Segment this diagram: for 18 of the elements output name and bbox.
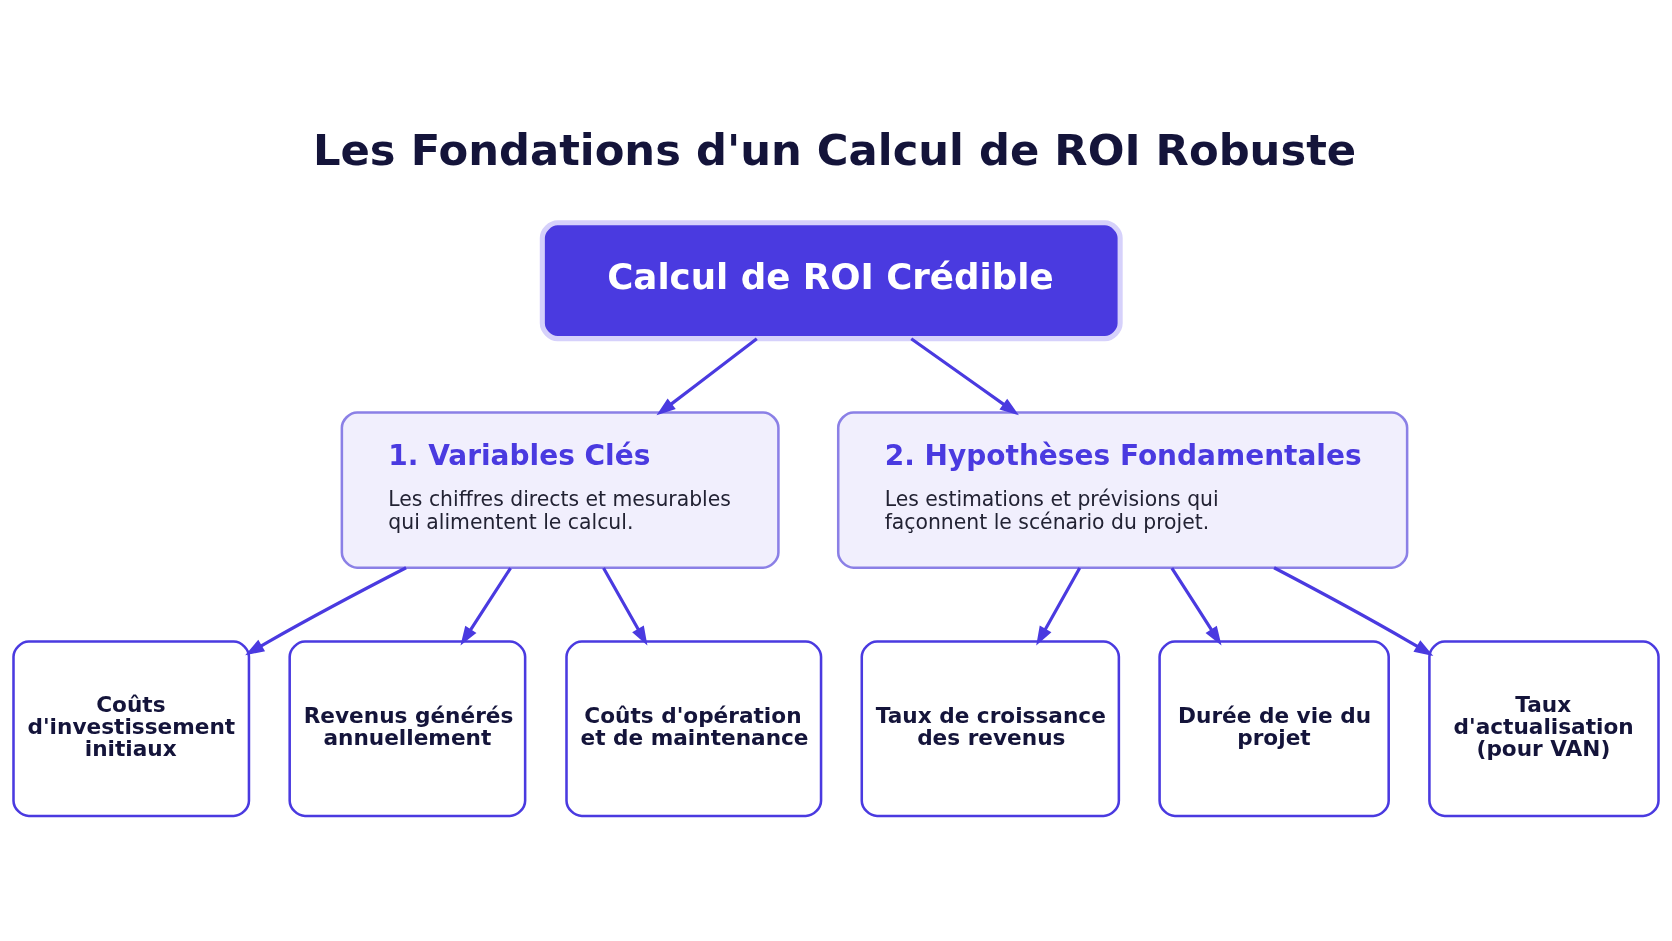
diagram-title: Les Fondations d'un Calcul de ROI Robuste — [312, 124, 1357, 175]
node-box: Taux de croissance des revenus — [860, 639, 1121, 817]
arrow — [460, 566, 512, 645]
node-box: Revenus générés annuellement — [288, 639, 527, 817]
arrow — [1273, 565, 1434, 656]
node-box: 2. Hypothèses Fondamentales Les estimations et prévisions qui façonnent le scénario du projet. — [836, 410, 1409, 569]
arrow — [602, 566, 648, 646]
node-box: Taux d'actualisation (pour VAN) — [1428, 639, 1660, 817]
node-box: Calcul de ROI Crédible — [539, 219, 1123, 341]
node-box: 1. Variables Clés Les chiffres directs et mesurables qui alimentent le calcul. — [340, 410, 780, 569]
arrow — [1170, 566, 1222, 645]
arrow — [1036, 566, 1082, 646]
node-box: Durée de vie du projet — [1158, 639, 1390, 817]
node-box: Coûts d'opération et de maintenance — [565, 639, 823, 817]
arrow — [245, 565, 407, 655]
arrow — [910, 337, 1019, 415]
arrow — [656, 337, 758, 415]
node-box: Coûts d'investissement initiaux — [12, 639, 251, 817]
